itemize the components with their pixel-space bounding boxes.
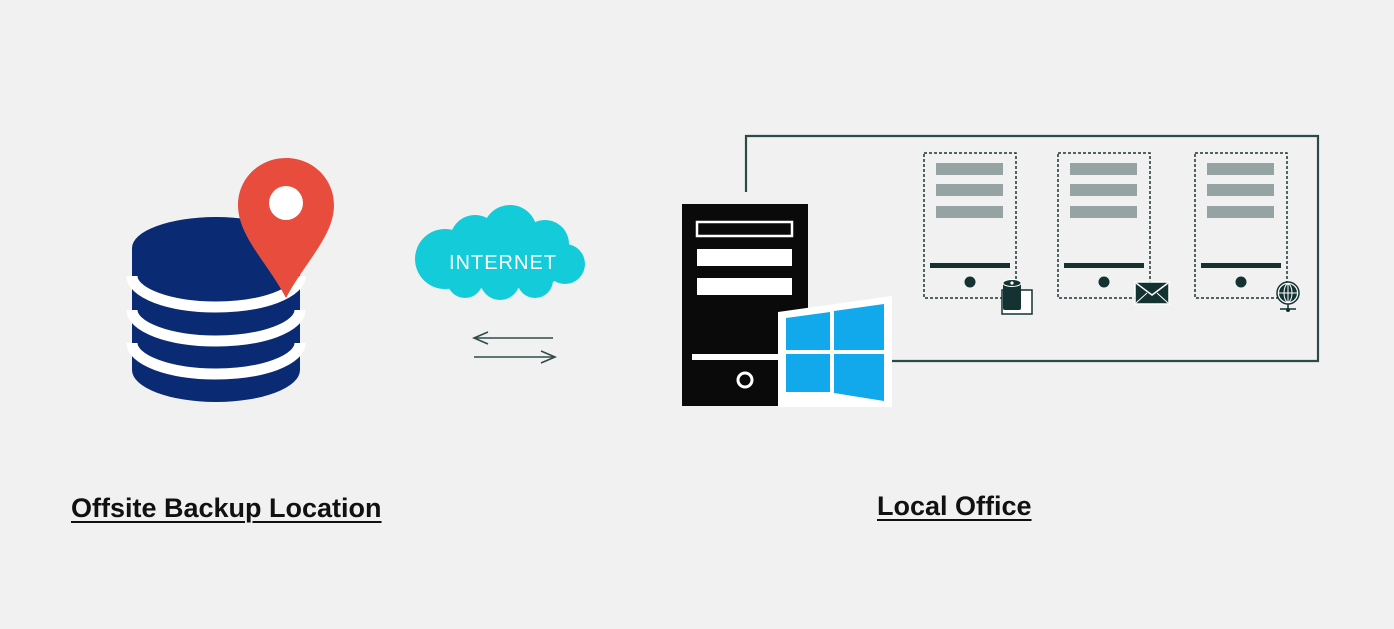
windows-logo-icon [778,296,892,407]
rack-server-1 [923,152,1017,299]
rack-server-3 [1194,152,1288,299]
envelope-icon [1134,281,1170,305]
offsite-backup-label: Offsite Backup Location [71,493,382,523]
left-arrow-icon [471,331,553,345]
location-pin-icon [238,158,334,298]
rack-server-2 [1057,152,1151,299]
database-icon [126,217,306,402]
right-arrow-icon [474,350,558,364]
local-office-label: Local Office [877,491,1032,521]
network-line [744,134,1320,363]
paper-roll-icon [1001,279,1033,315]
globe-network-icon [1276,281,1300,312]
server-tower-icon [682,204,808,406]
cloud-icon: INTERNET [415,205,585,300]
internet-label: INTERNET [449,252,557,274]
